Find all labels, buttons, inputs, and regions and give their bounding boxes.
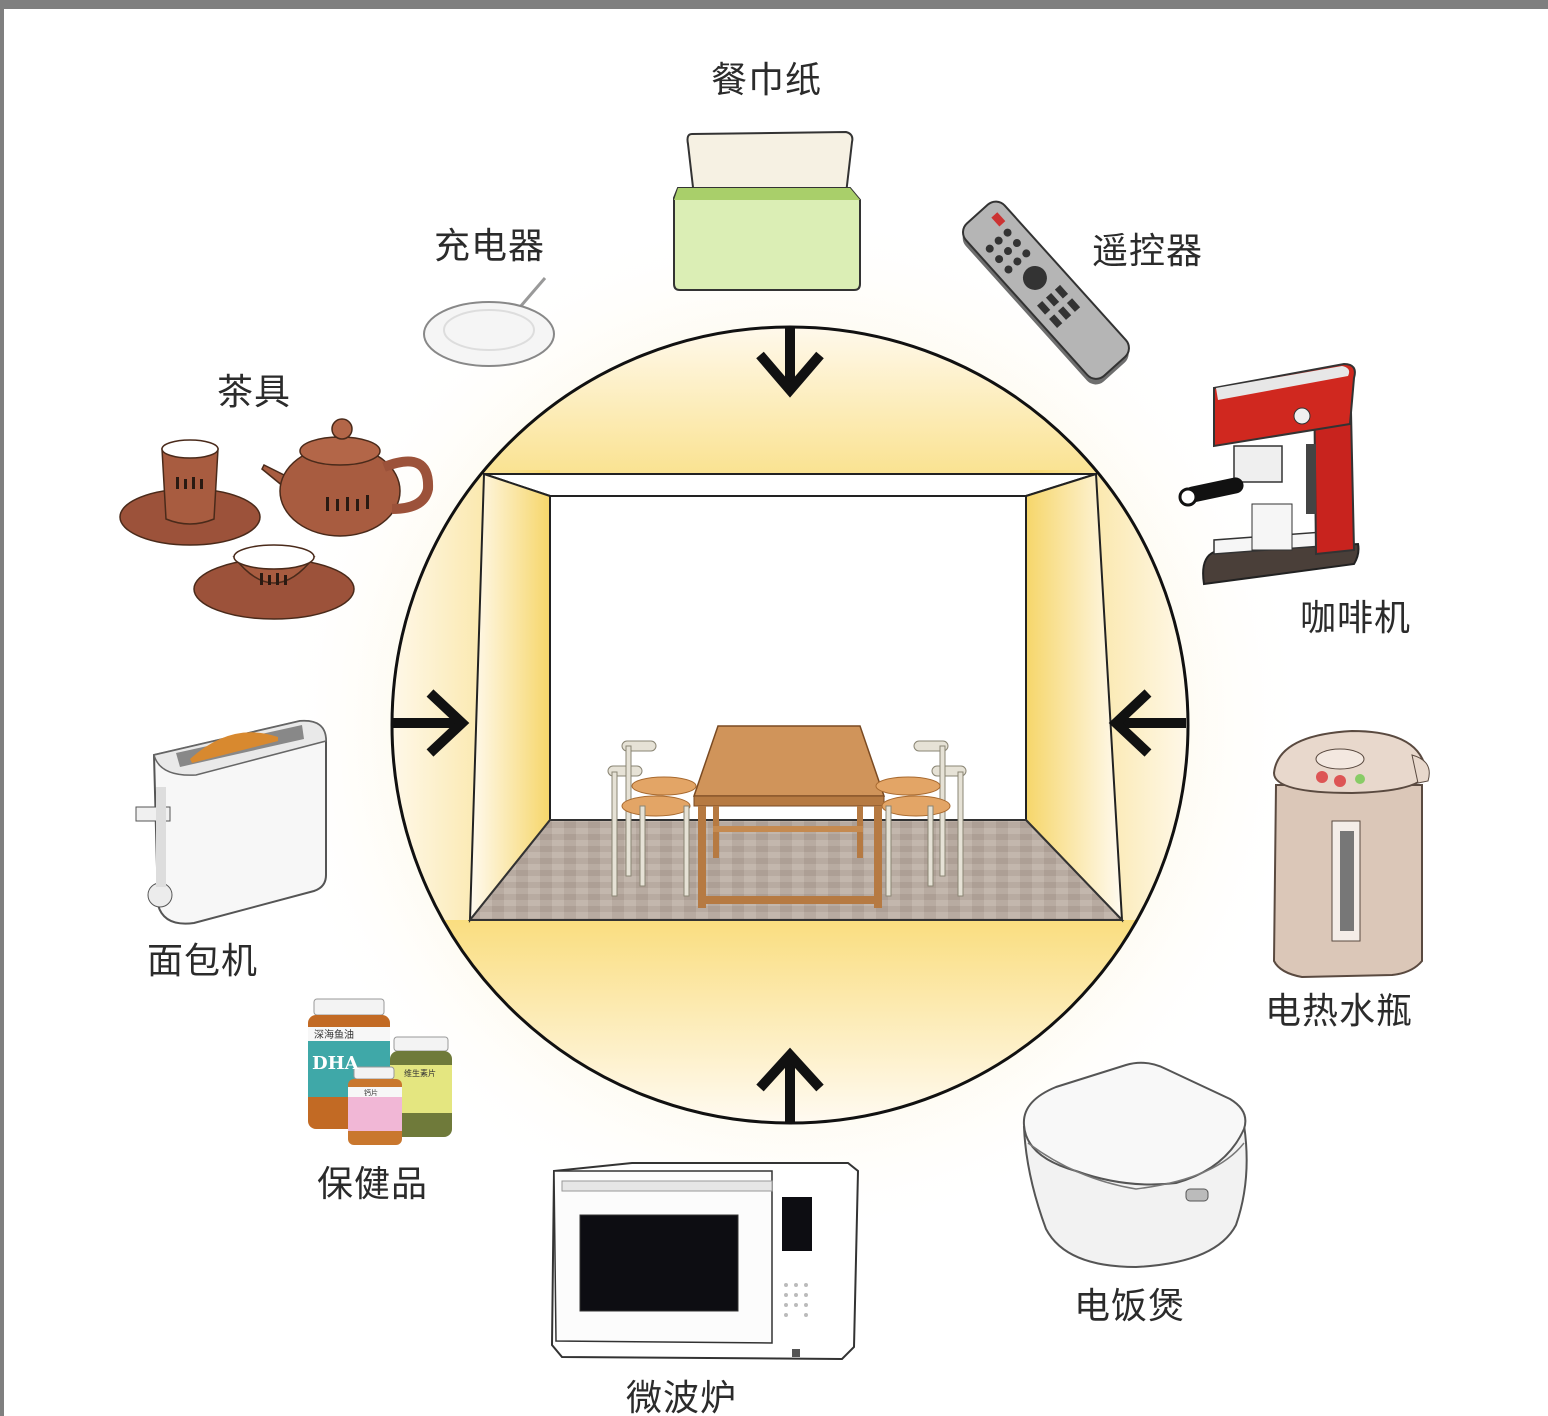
label-remote: 遥控器 xyxy=(1092,231,1204,272)
bottle-label-vitamin: 维生素片 xyxy=(404,1068,436,1078)
label-microwave: 微波炉 xyxy=(626,1378,738,1416)
toaster-icon xyxy=(135,719,327,925)
arrow-right-icon xyxy=(392,689,470,757)
tissue-box-icon xyxy=(673,130,861,291)
bottle-label-dha: DHA xyxy=(312,1053,360,1074)
supplement-bottles-icon: 深海鱼油 DHA 维生素片 钙片 xyxy=(304,998,454,1149)
label-tea-set: 茶具 xyxy=(217,372,292,413)
carpet-floor xyxy=(467,819,1125,921)
arrow-down-icon xyxy=(756,327,824,398)
label-rice-cooker: 电饭煲 xyxy=(1074,1286,1186,1327)
remote-control-icon xyxy=(962,200,1130,385)
center-room-circle xyxy=(270,205,1310,1245)
chairs xyxy=(607,740,967,897)
wireless-charger-icon xyxy=(423,277,555,367)
arrow-up-icon xyxy=(756,1047,824,1123)
label-toaster: 面包机 xyxy=(147,941,259,982)
coffee-machine-icon xyxy=(1178,362,1360,586)
label-charger: 充电器 xyxy=(434,226,546,267)
room-box xyxy=(467,472,1125,923)
bottle-label-fish-oil: 深海鱼油 xyxy=(314,1028,354,1041)
label-supplements: 保健品 xyxy=(317,1164,429,1205)
diagram-canvas: 餐巾纸 充电器 遥控器 xyxy=(4,9,1548,1416)
microwave-icon xyxy=(550,1162,860,1361)
image-viewer-frame: 餐巾纸 充电器 遥控器 xyxy=(4,9,1548,1416)
teapot-icon xyxy=(119,418,434,620)
bottle-label-calcium: 钙片 xyxy=(364,1088,378,1097)
arrow-left-icon xyxy=(1108,689,1186,757)
dining-table xyxy=(692,725,886,908)
rice-cooker-icon xyxy=(1022,1061,1248,1269)
label-napkin: 餐巾纸 xyxy=(711,60,823,101)
label-coffee-machine: 咖啡机 xyxy=(1300,598,1412,639)
thermo-pot-icon xyxy=(1272,729,1430,979)
label-thermo-pot: 电热水瓶 xyxy=(1265,991,1414,1032)
